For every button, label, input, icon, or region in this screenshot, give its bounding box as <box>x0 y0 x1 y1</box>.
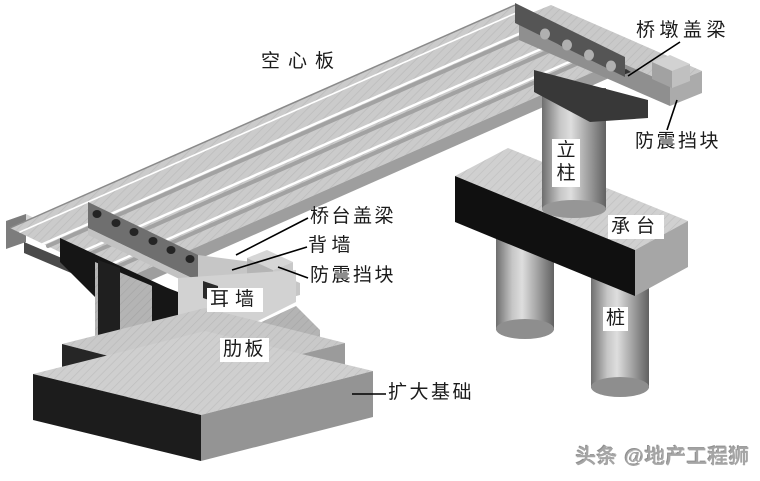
deck-near-side-face <box>120 58 625 294</box>
label-pile-cap: 承台 <box>608 215 665 239</box>
label-hollow-slab: 空心板 <box>261 51 343 72</box>
pier-block-left <box>652 62 672 88</box>
leader-lines <box>231 41 681 395</box>
pile-right-bottom <box>591 377 649 397</box>
pile-left-bottom <box>496 319 554 339</box>
leader-pier-cap-beam <box>627 41 681 77</box>
leader-back-wall <box>231 246 308 271</box>
label-spread-footing: 扩大基础 <box>388 382 475 403</box>
label-rib-plate: 肋板 <box>220 338 270 362</box>
label-ear-wall: 耳墙 <box>207 288 264 312</box>
label-anti-seismic-block-pier: 防震挡块 <box>635 131 722 152</box>
label-abutment-cap-beam: 桥台盖梁 <box>310 206 397 227</box>
deck-far-edge <box>9 4 516 229</box>
leader-pier-block <box>666 99 678 131</box>
leader-abutment-cap-beam <box>235 217 309 256</box>
pile-cap-front <box>455 176 635 296</box>
abutment-body-drawing <box>33 260 373 461</box>
leader-abutment-block <box>277 266 309 279</box>
label-anti-seismic-block-abutment: 防震挡块 <box>310 265 397 286</box>
deck-end-cores-pier <box>540 28 616 72</box>
pier-block-top <box>652 55 690 71</box>
hollow-core-holes <box>92 210 195 263</box>
label-back-wall: 背墙 <box>308 235 356 256</box>
pier-beam-near-face <box>670 71 702 106</box>
slab-joints <box>19 8 610 275</box>
label-column: 立柱 <box>552 139 580 187</box>
label-pier-cap-beam: 桥墩盖梁 <box>636 20 731 41</box>
deck-drawing <box>9 4 625 294</box>
deck-end-band-pier <box>515 3 625 77</box>
footing1-top-hatch <box>33 331 373 415</box>
abutment-block-top <box>247 250 293 270</box>
bearing-ledge <box>88 228 198 288</box>
column-base <box>542 200 606 218</box>
rib-edge-1 <box>98 260 120 352</box>
label-pile: 桩 <box>603 307 629 331</box>
footing1-right <box>201 371 373 461</box>
footing1-left <box>33 374 201 461</box>
watermark: 头条 @地产工程狮 <box>575 446 750 468</box>
pile-cap-right <box>635 221 688 296</box>
pier-block-right <box>672 64 690 88</box>
deck-top-hatch <box>10 5 625 281</box>
beam-under-shadow <box>534 70 648 122</box>
